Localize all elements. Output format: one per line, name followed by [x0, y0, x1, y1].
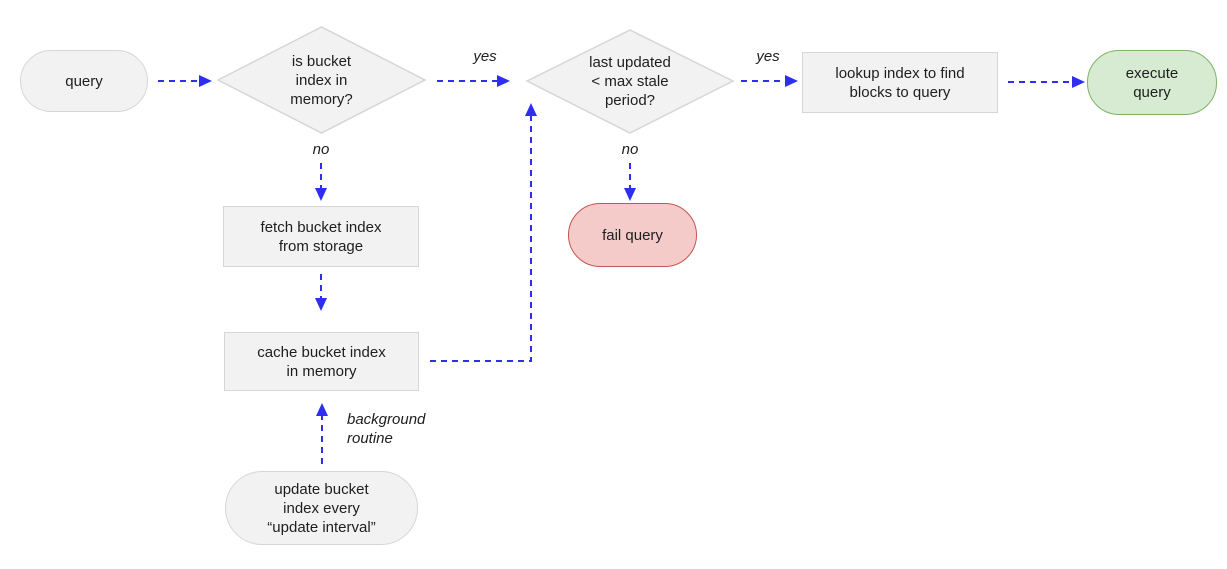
lookup-index-node: lookup index to find blocks to query — [802, 52, 998, 113]
background-routine-label: background routine — [347, 411, 426, 447]
stale-check-diamond — [525, 29, 735, 134]
update-index-node-label: update bucket index every “update interv… — [267, 480, 376, 536]
cache-index-node-label: cache bucket index in memory — [257, 343, 386, 380]
memory-check-node: is bucket index in memory? — [218, 27, 425, 133]
update-index-node: update bucket index every “update interv… — [225, 471, 418, 545]
execute-query-node: execute query — [1087, 50, 1217, 115]
fetch-index-node: fetch bucket index from storage — [223, 206, 419, 267]
stale-check-node-label: last updated < max stale period? — [589, 54, 671, 109]
fail-query-node: fail query — [568, 203, 697, 267]
lookup-index-node-label: lookup index to find blocks to query — [835, 64, 965, 101]
query-node-label: query — [65, 72, 103, 90]
execute-query-node-label: execute query — [1125, 64, 1179, 101]
cache-index-node: cache bucket index in memory — [224, 332, 419, 391]
memory-check-node-label: is bucket index in memory? — [290, 52, 353, 108]
stale-check-no-label: no — [621, 141, 639, 158]
stale-check-node: last updated < max stale period? — [527, 30, 733, 133]
stale-check-yes-label: yes — [756, 48, 780, 65]
memory-check-yes-label: yes — [473, 48, 497, 65]
edge-cache-to-stale-check — [430, 103, 537, 362]
fail-query-node-label: fail query — [602, 226, 663, 244]
fetch-index-node-label: fetch bucket index from storage — [260, 218, 382, 255]
memory-check-no-label: no — [312, 141, 330, 158]
memory-check-diamond — [216, 26, 427, 134]
query-node: query — [20, 50, 148, 112]
